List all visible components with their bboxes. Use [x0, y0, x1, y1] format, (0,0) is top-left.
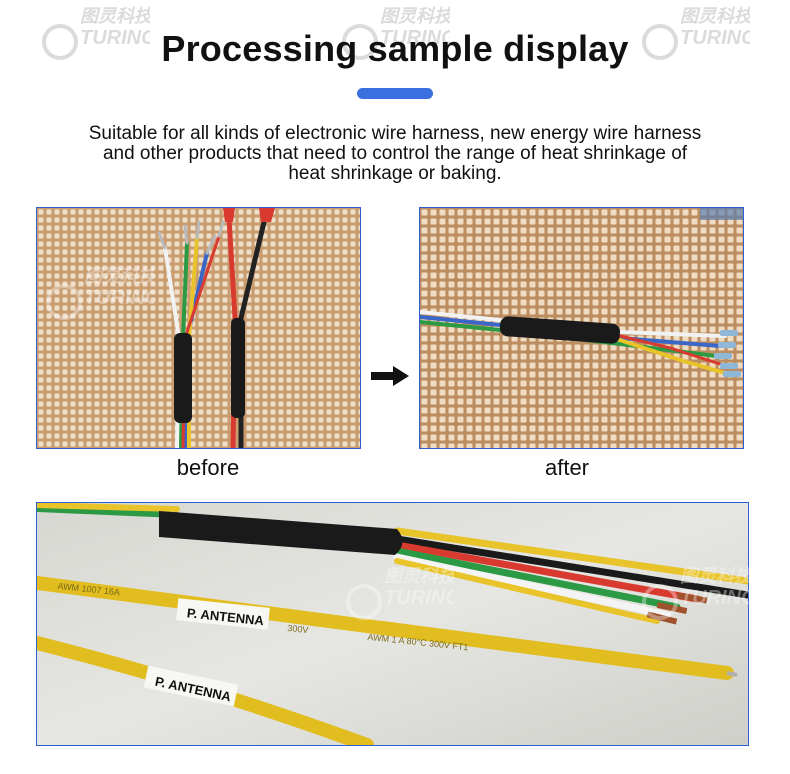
watermark-bottom-right: 图灵科技 TURING [640, 560, 757, 629]
watermark-brand-cn: 图灵科技 [680, 6, 750, 26]
after-caption: after [544, 455, 590, 480]
before-photo [36, 207, 361, 449]
watermark-brand-en: TURING [680, 27, 750, 49]
cable-print: 300V [287, 623, 309, 635]
watermark-brand-en: TURING [80, 27, 150, 49]
page-title: Processing sample display [161, 28, 629, 69]
watermark-top-center: 图灵科技 TURING [340, 0, 457, 69]
watermark-brand-cn: 图灵科技 [380, 6, 450, 26]
watermark-brand-en: TURING [384, 587, 454, 609]
watermark-brand-en: TURING [380, 27, 450, 49]
subtitle-line: heat shrinkage or baking. [288, 163, 502, 184]
watermark-top-right: 图灵科技 TURING [640, 0, 757, 69]
watermark-before: 图灵科技 TURING [44, 260, 161, 329]
cable-label-2 [143, 665, 239, 707]
title-accent-bar [357, 88, 433, 99]
subtitle-line: and other products that need to control … [102, 143, 688, 164]
watermark-brand-en: TURING [84, 287, 154, 309]
arrow-right-icon [371, 366, 409, 391]
cable-label-1 [176, 598, 270, 630]
subtitle-line: Suitable for all kinds of electronic wir… [88, 123, 702, 144]
closeup-photo: P. ANTENNA AWM 1007 16A 300V AWM 1 A 80°… [36, 502, 749, 746]
after-photo [419, 207, 744, 449]
watermark-brand-cn: 图灵科技 [84, 266, 154, 286]
watermark-bottom-center: 图灵科技 TURING [344, 560, 461, 629]
watermark-brand-cn: 图灵科技 [384, 566, 454, 586]
watermark-brand-en: TURING [680, 587, 750, 609]
watermark-brand-cn: 图灵科技 [680, 566, 750, 586]
watermark-top-left: 图灵科技 TURING [40, 0, 157, 69]
page-subtitle: Suitable for all kinds of electronic wir… [40, 124, 750, 184]
before-caption: before [176, 455, 240, 480]
watermark-brand-cn: 图灵科技 [80, 6, 150, 26]
